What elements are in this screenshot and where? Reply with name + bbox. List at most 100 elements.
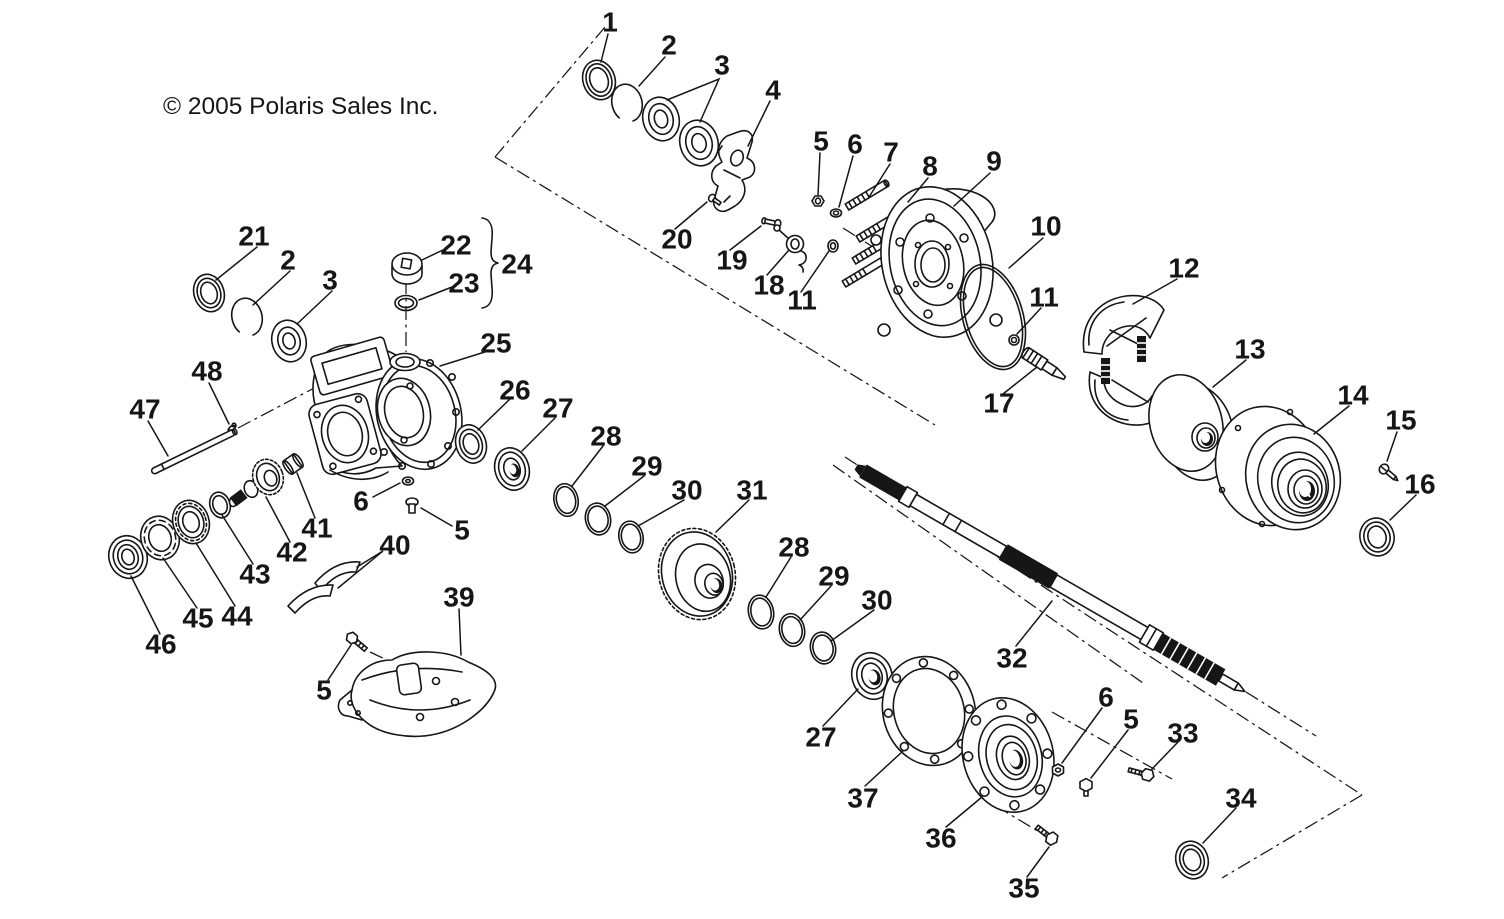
leader-lines	[130, 33, 1417, 878]
part-17-brake-adjuster	[1021, 346, 1067, 381]
part-47-shaft-rod	[150, 428, 238, 475]
part-3-bearing-left	[270, 319, 308, 363]
part-18-brake-cam	[773, 224, 807, 273]
callout-2-upper: 2	[661, 30, 677, 61]
callout-25: 25	[480, 328, 511, 359]
part-1-seal-ring	[581, 59, 617, 101]
callout-32: 32	[996, 643, 1027, 674]
callout-1: 1	[602, 7, 618, 38]
callout-29-front: 29	[631, 451, 662, 482]
callout-12: 12	[1168, 253, 1199, 284]
callout-44: 44	[221, 601, 253, 632]
part-34-seal	[1174, 840, 1210, 880]
callout-14: 14	[1337, 380, 1369, 411]
part-36-hub-flange	[961, 696, 1055, 814]
callout-11-cam: 11	[787, 285, 817, 316]
callout-3-upper: 3	[714, 50, 730, 81]
callout-27-front: 27	[542, 393, 573, 424]
part-30-shim-rear	[809, 631, 837, 665]
callout-5-hub: 5	[1123, 704, 1139, 735]
part-30-shim-front	[617, 520, 645, 554]
callout-28-front: 28	[590, 421, 621, 452]
callout-31: 31	[736, 475, 767, 506]
part-37-gasket	[881, 655, 977, 767]
part-3-bearing-upper-a	[641, 96, 681, 142]
callout-47: 47	[129, 394, 160, 425]
callout-30-front: 30	[671, 475, 702, 506]
part-26-o-ring	[454, 424, 488, 464]
callout-45: 45	[182, 603, 213, 634]
part-33-bolt	[1127, 767, 1155, 782]
part-5-bolt-hub	[1079, 777, 1093, 797]
part-11-o-ring-cam	[827, 239, 839, 253]
part-10-gasket-oring	[959, 263, 1027, 371]
callout-42: 42	[276, 537, 307, 568]
part-35-bolt	[1034, 824, 1059, 846]
part-6-nut-housing	[401, 476, 415, 486]
callout-21: 21	[238, 221, 269, 252]
part-29-shim-front	[584, 502, 612, 536]
callout-29-rear: 29	[818, 561, 849, 592]
callout-35: 35	[1008, 873, 1039, 904]
part-23-o-ring	[394, 294, 418, 312]
callout-39: 39	[443, 582, 474, 613]
callout-6-brake: 6	[847, 129, 863, 160]
callout-5-skidplate: 5	[316, 675, 332, 706]
part-4-bearing-carrier	[710, 129, 756, 213]
callout-10: 10	[1030, 211, 1061, 242]
callout-36: 36	[925, 823, 956, 854]
callout-41: 41	[301, 513, 332, 544]
callout-48: 48	[191, 356, 222, 387]
callout-46: 46	[145, 629, 176, 660]
callout-40: 40	[379, 530, 410, 561]
callout-34: 34	[1225, 783, 1257, 814]
part-6-nut-brake	[829, 208, 843, 218]
callout-8: 8	[922, 151, 938, 182]
callout-19: 19	[716, 245, 747, 276]
part-29-shim-rear	[778, 612, 806, 648]
part-28-shim-front	[552, 482, 580, 518]
callout-24: 24	[501, 249, 533, 280]
callout-17: 17	[983, 388, 1014, 419]
part-2-snap-ring-left	[230, 297, 264, 337]
part-22-fill-plug	[391, 252, 423, 285]
part-15-screw	[1378, 463, 1399, 482]
part-48-clip	[227, 422, 237, 431]
part-31-ring-gear	[657, 527, 737, 621]
part-25-gearcase-housing	[308, 336, 463, 481]
part-42-pinion-gear	[228, 458, 285, 508]
part-39-skid-plate	[337, 651, 497, 738]
part-6-nut-hub	[1051, 763, 1065, 777]
callout-13: 13	[1234, 334, 1265, 365]
part-20-screw	[707, 193, 722, 206]
part-40-wear-strips	[287, 561, 361, 614]
callout-33: 33	[1167, 718, 1198, 749]
callout-5-brake: 5	[813, 126, 829, 157]
callout-6-housing: 6	[353, 486, 369, 517]
part-27-seal-front	[493, 447, 531, 491]
part-5-bolt-housing	[405, 497, 419, 514]
part-9-brake-backing-plate	[870, 185, 1003, 339]
bracket-24	[481, 217, 499, 309]
callout-9: 9	[986, 146, 1002, 177]
callout-6-hub: 6	[1098, 682, 1114, 713]
callout-20: 20	[661, 224, 692, 255]
callout-43: 43	[239, 559, 270, 590]
part-2-snap-ring-upper	[610, 83, 644, 123]
callout-7: 7	[883, 137, 899, 168]
callout-30-rear: 30	[861, 585, 892, 616]
callout-27-rear: 27	[805, 722, 836, 753]
callout-22: 22	[440, 230, 471, 261]
callout-26: 26	[499, 375, 530, 406]
callout-3-left: 3	[322, 265, 338, 296]
callout-28-rear: 28	[778, 532, 809, 563]
callout-5-housing: 5	[454, 515, 470, 546]
part-41-bushing	[282, 452, 304, 476]
callout-4: 4	[765, 75, 781, 106]
part-14-hub-dust-cover	[1214, 405, 1342, 531]
part-3-bearing-upper-b	[678, 119, 720, 167]
part-11-o-ring-adjuster	[1008, 334, 1020, 346]
callout-37: 37	[847, 783, 878, 814]
